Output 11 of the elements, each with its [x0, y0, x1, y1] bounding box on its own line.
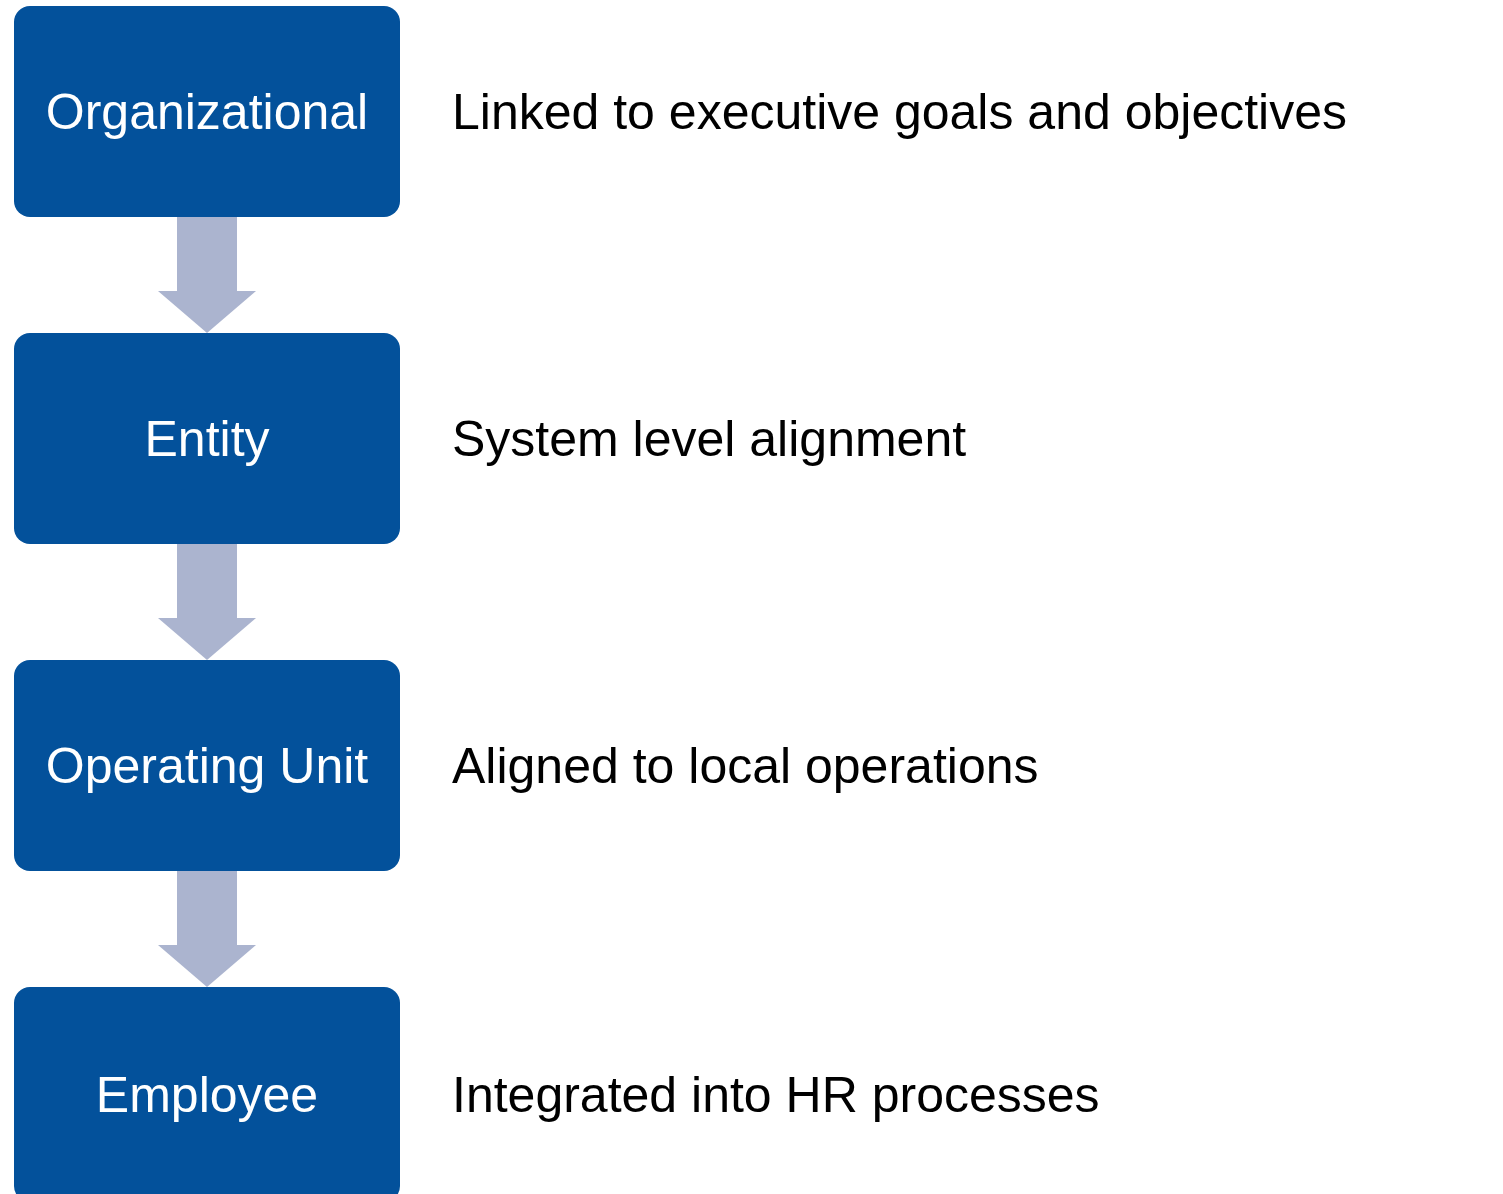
box-label: Employee: [95, 1065, 319, 1125]
box-label: Operating Unit: [45, 736, 369, 796]
description-text: Linked to executive goals and objectives: [452, 82, 1348, 142]
description-text: Integrated into HR processes: [452, 1065, 1100, 1125]
description-text: Aligned to local operations: [452, 736, 1039, 796]
box-label: Entity: [144, 409, 270, 469]
box-label: Organizational: [45, 82, 369, 142]
arrow: [158, 871, 256, 987]
arrow: [158, 544, 256, 660]
arrow: [158, 217, 256, 333]
description-text: System level alignment: [452, 409, 967, 469]
